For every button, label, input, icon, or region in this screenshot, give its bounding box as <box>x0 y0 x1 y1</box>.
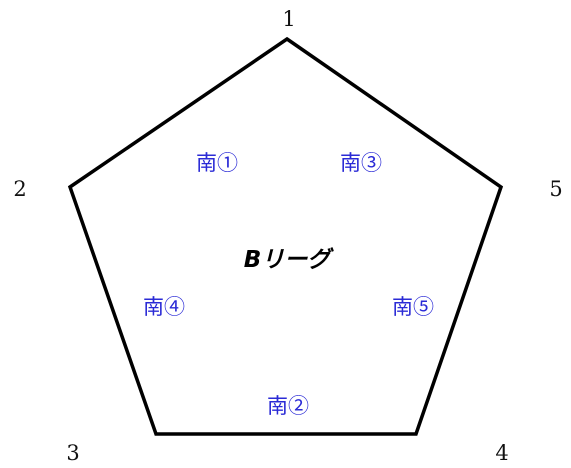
team-label-south-1: 南① <box>196 151 238 175</box>
vertex-3-label: 3 <box>66 441 79 465</box>
league-title: Bリーグ <box>244 247 335 273</box>
team-label-south-2: 南② <box>267 394 309 418</box>
pentagon-outline <box>67 36 504 436</box>
vertex-2-label: 2 <box>13 177 26 201</box>
team-label-south-5: 南⑤ <box>392 295 434 319</box>
team-label-south-4: 南④ <box>143 295 185 319</box>
vertex-5-label: 5 <box>549 177 562 201</box>
vertex-1-label: 1 <box>282 7 295 31</box>
team-label-south-3: 南③ <box>340 151 382 175</box>
vertex-4-label: 4 <box>495 441 508 465</box>
